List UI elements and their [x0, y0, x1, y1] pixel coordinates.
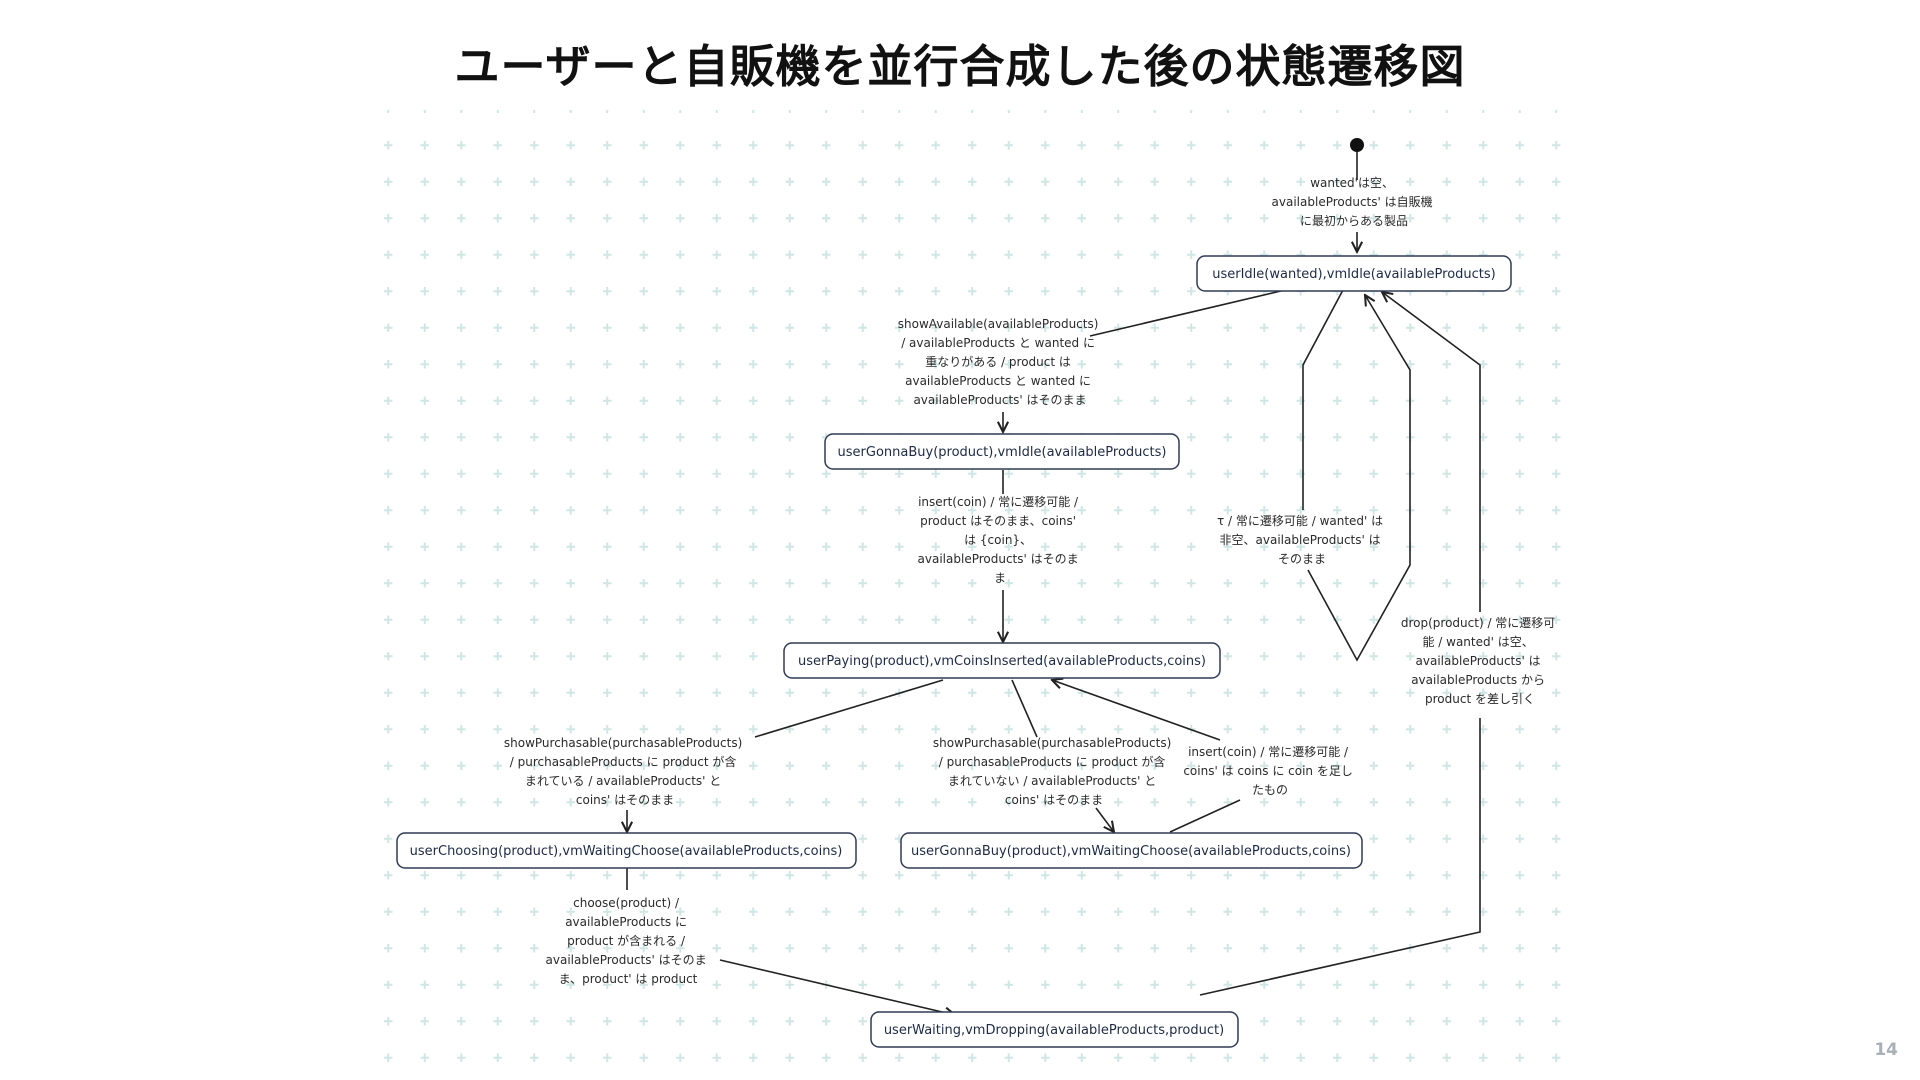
label-insert-first: insert(coin) / 常に遷移可能 / product はそのまま、co… [918, 495, 1083, 585]
state-userGonnaBuy-vmWaitingChoose: userGonnaBuy(product),vmWaitingChoose(av… [900, 832, 1363, 869]
edge-drop-in [1382, 292, 1481, 612]
slide-title: ユーザーと自販機を並行合成した後の状態遷移図 [454, 40, 1466, 93]
label-purchasable-in: showPurchasable(purchasableProducts) / p… [504, 736, 746, 807]
edge-idle-tau-out [1302, 289, 1344, 510]
initial-state-dot [1350, 138, 1364, 152]
svg-text:userIdle(wanted),vmIdle(availa: userIdle(wanted),vmIdle(availableProduct… [1212, 267, 1496, 282]
svg-text:userChoosing(product),vmWaitin: userChoosing(product),vmWaitingChoose(av… [410, 844, 843, 859]
edge-idle-to-show-available-label [1089, 289, 1286, 337]
label-drop: drop(product) / 常に遷移可 能 / wanted' は空、 av… [1401, 616, 1559, 706]
edge-purchasable-out-to-gonnabuy2 [1095, 807, 1114, 832]
svg-text:userGonnaBuy(product),vmIdle(a: userGonnaBuy(product),vmIdle(availablePr… [838, 445, 1167, 460]
svg-text:userPaying(product),vmCoinsIns: userPaying(product),vmCoinsInserted(avai… [798, 654, 1206, 669]
svg-text:userGonnaBuy(product),vmWaitin: userGonnaBuy(product),vmWaitingChoose(av… [911, 844, 1351, 859]
label-tau: τ / 常に遷移可能 / wanted' は 非空、availableProdu… [1217, 514, 1387, 566]
state-userGonnaBuy-vmIdle: userGonnaBuy(product),vmIdle(availablePr… [824, 433, 1180, 470]
state-userChoosing-vmWaitingChoose: userChoosing(product),vmWaitingChoose(av… [396, 832, 857, 869]
label-purchasable-out: showPurchasable(purchasableProducts) / p… [933, 736, 1175, 807]
state-userPaying-vmCoinsInserted: userPaying(product),vmCoinsInserted(avai… [783, 642, 1221, 679]
edge-insert-more-to-paying [1052, 680, 1221, 741]
state-userIdle-vmIdle: userIdle(wanted),vmIdle(availableProduct… [1196, 255, 1512, 292]
edge-tau-in [1307, 295, 1411, 662]
label-show-available: showAvailable(availableProducts) / avail… [898, 317, 1103, 407]
state-userWaiting-vmDropping: userWaiting,vmDropping(availableProducts… [870, 1011, 1239, 1048]
edge-paying-to-purchasable-in-label [754, 679, 944, 738]
slide-number: 14 [1874, 1040, 1898, 1060]
edge-drop-out [1199, 718, 1481, 996]
label-insert-more: insert(coin) / 常に遷移可能 / coins' は coins に… [1183, 745, 1356, 797]
label-choose: choose(product) / availableProducts に pr… [546, 896, 711, 986]
edge-paying-to-purchasable-out-label [1011, 679, 1038, 738]
label-initial: wanted'は空、 availableProducts' は自販機 に最初から… [1272, 176, 1437, 228]
edge-choose-to-waiting [719, 959, 955, 1015]
edge-gonnabuy2-to-insert-more-label [1169, 799, 1241, 833]
svg-text:userWaiting,vmDropping(availab: userWaiting,vmDropping(availableProducts… [884, 1023, 1224, 1038]
plus-grid-pattern [370, 110, 1580, 1070]
